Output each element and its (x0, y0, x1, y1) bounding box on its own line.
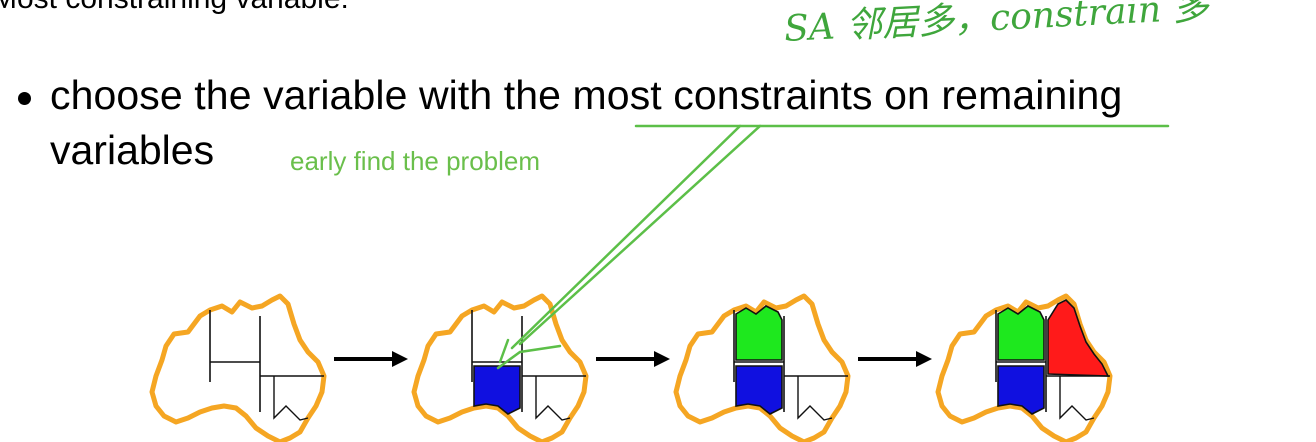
annotation-pointer (496, 124, 1170, 370)
slide-heading: Most constraining variable: (0, 0, 349, 16)
australia-map-3 (676, 296, 848, 442)
australia-map-4 (938, 296, 1110, 442)
australia-map-1 (152, 296, 324, 442)
region-sa-blue (735, 365, 783, 415)
bullet-dot (18, 92, 31, 105)
region-q-red (1047, 299, 1110, 377)
arrow-1 (334, 351, 408, 367)
annotation-typed-note: early find the problem (290, 146, 541, 176)
arrow-2 (596, 351, 670, 367)
region-nt-green (735, 305, 783, 361)
region-sa-blue (997, 365, 1045, 415)
australia-map-2 (414, 296, 586, 442)
bullet-text-line2: variables (50, 127, 215, 173)
region-nt-green (997, 305, 1045, 361)
bullet-text-line1: choose the variable with the most constr… (50, 72, 1123, 118)
arrow-3 (858, 351, 932, 367)
